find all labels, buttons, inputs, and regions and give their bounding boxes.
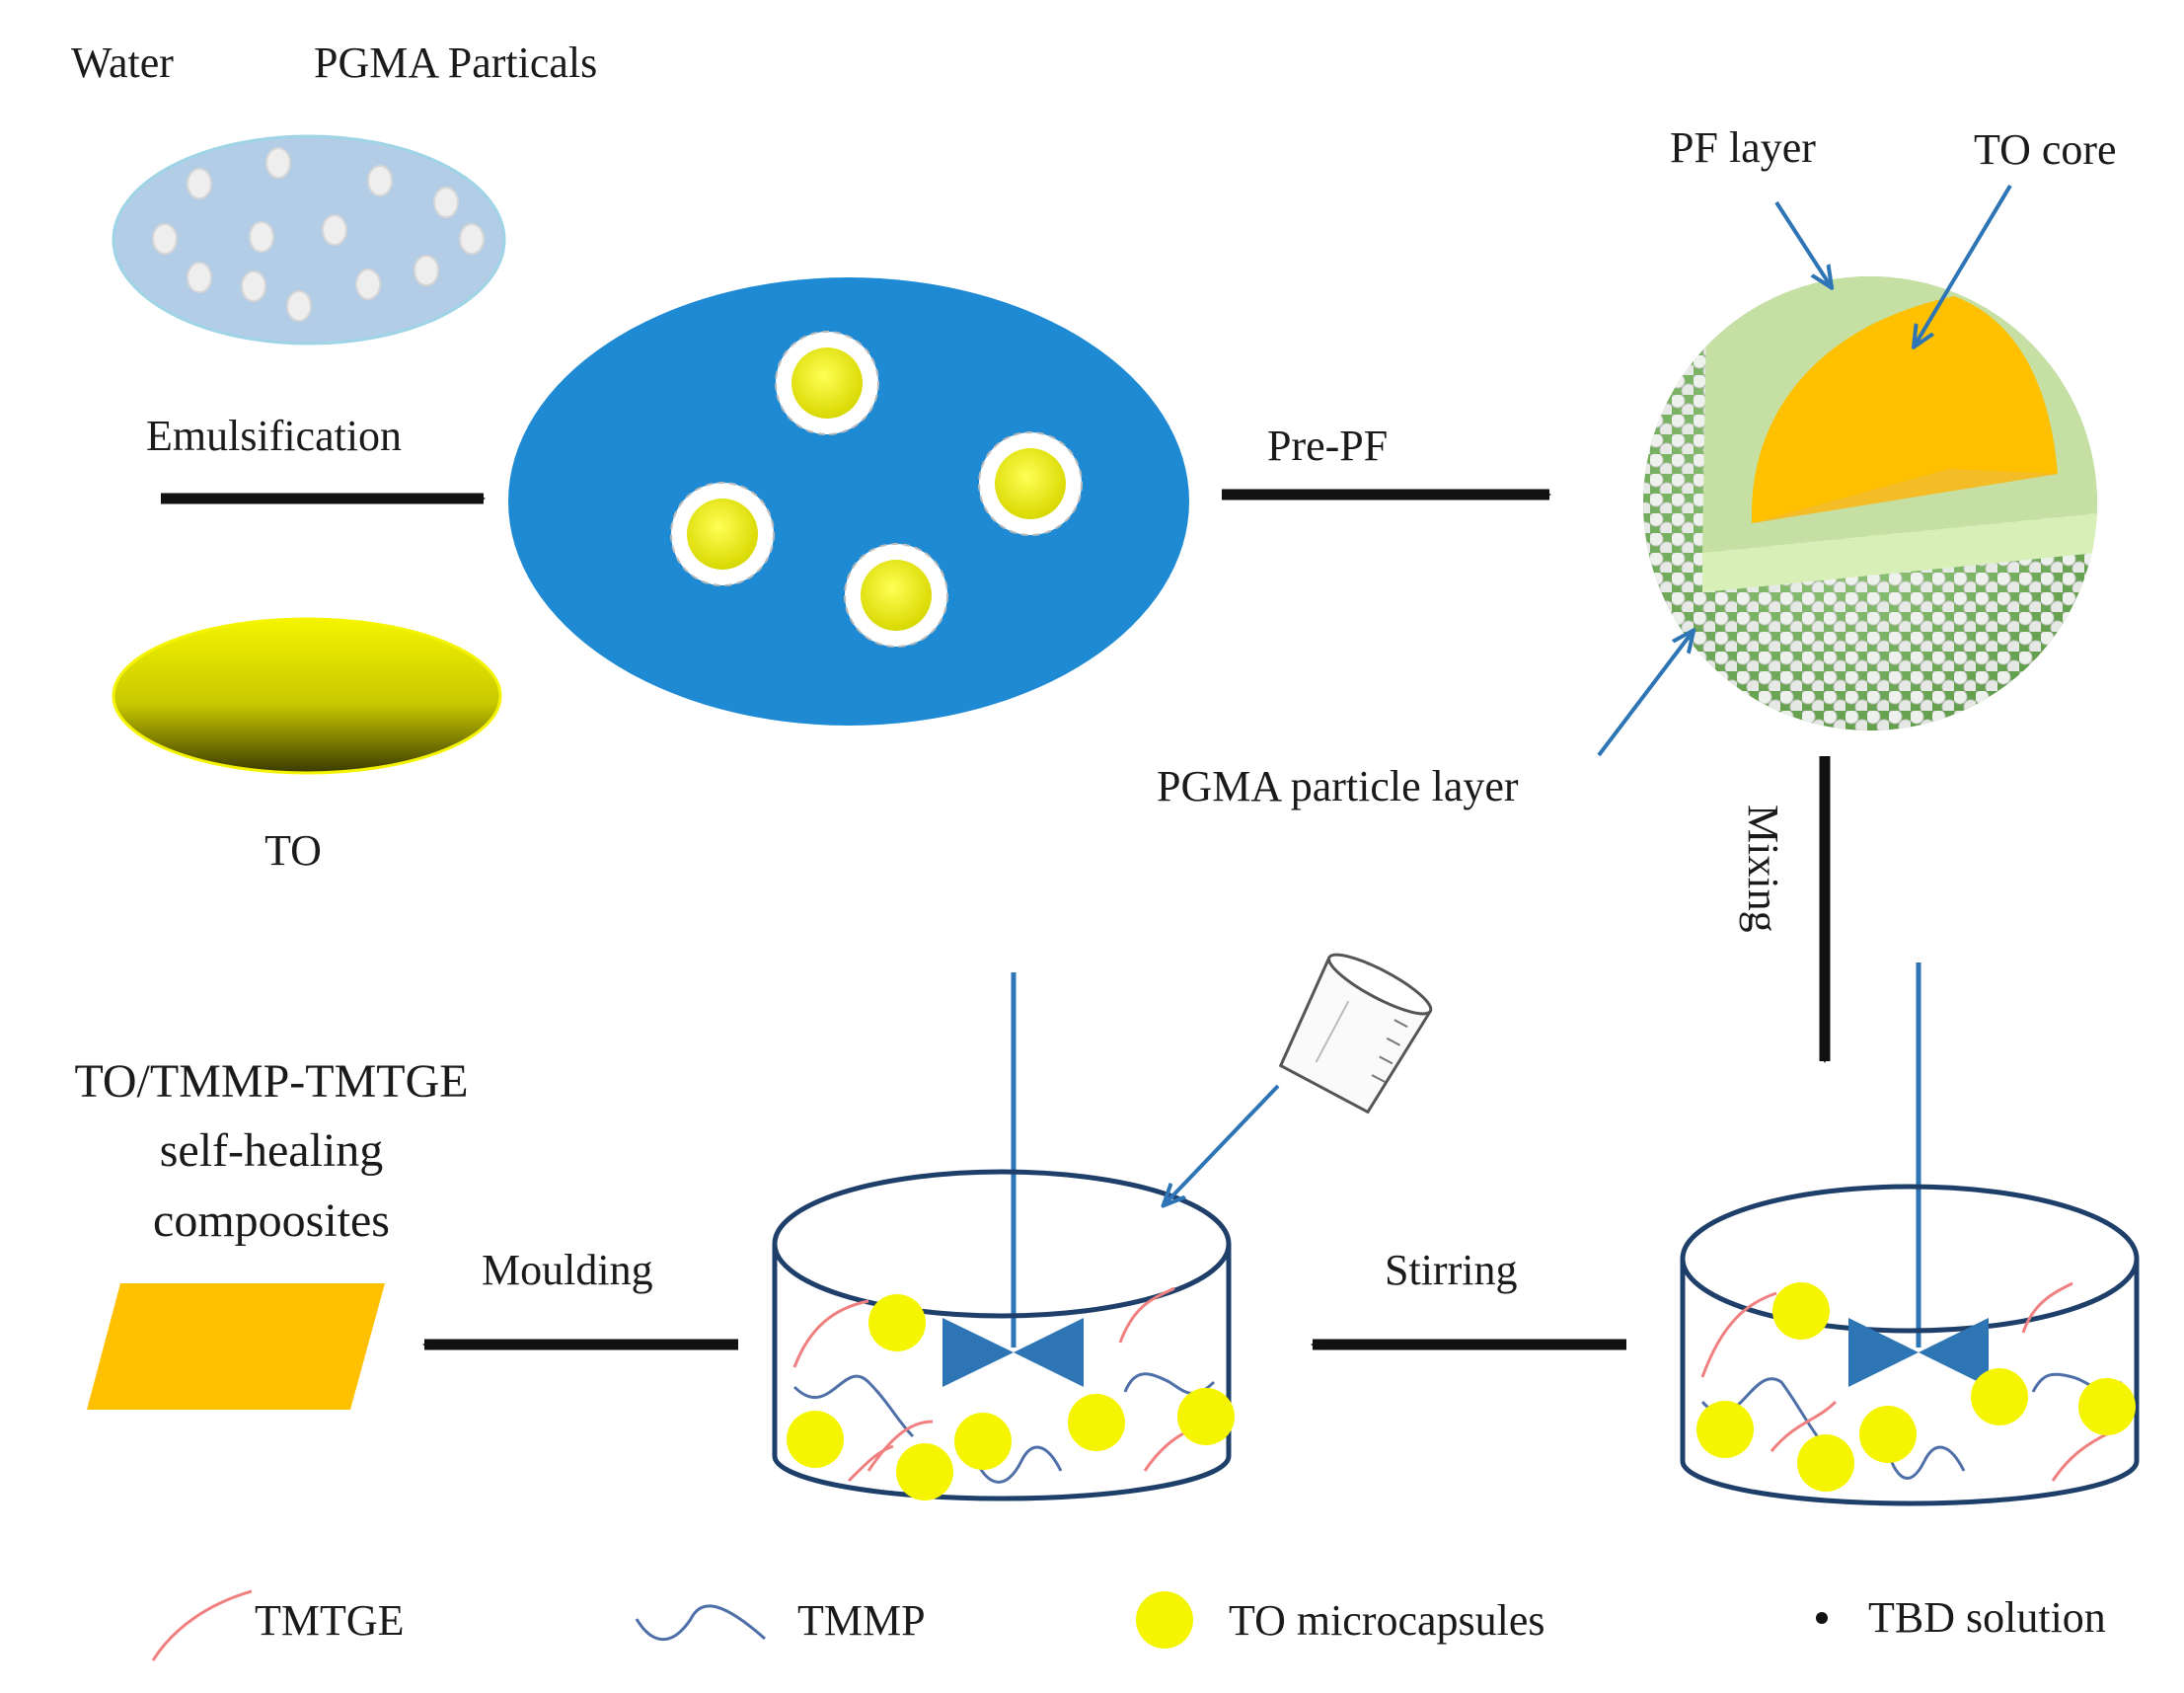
pgma-layer-pointer (1597, 632, 1693, 757)
legend-tbd-dot-icon (1816, 1612, 1828, 1624)
legend-tbd-solution-label: TBD solution (1868, 1593, 2106, 1642)
beaker-middle (772, 972, 1235, 1501)
microcapsule (978, 431, 1083, 536)
pre-pf-label: Pre-PF (1267, 422, 1389, 470)
pouring-beaker-icon (1278, 953, 1433, 1115)
product-title-line1: TO/TMMP-TMTGE (74, 1055, 469, 1108)
product-title-line2: self-healing (159, 1124, 384, 1177)
emulsion-oval (508, 277, 1189, 726)
pf-layer-label: PF layer (1670, 123, 1816, 172)
microcapsule (775, 331, 879, 435)
legend-tmmp-label: TMMP (797, 1596, 926, 1645)
to-core-cutaway (1752, 296, 2058, 523)
product-title-line3: compoosites (153, 1194, 390, 1247)
legend-tmmp-icon (635, 1604, 766, 1642)
pgma-particles (152, 147, 485, 322)
to-core-pointer (1915, 184, 2012, 346)
water-label: Water (71, 38, 174, 87)
pgma-particals-label: PGMA Particals (314, 38, 598, 87)
microcapsule-sphere (1643, 276, 2097, 731)
legend-tmtge-label: TMTGE (255, 1596, 405, 1645)
beaker-right (1680, 962, 2140, 1506)
pour-pointer (1165, 1084, 1280, 1204)
moulding-label: Moulding (482, 1246, 653, 1294)
legend-to-microcapsule-icon (1136, 1591, 1193, 1649)
legend-tmtge-icon (151, 1589, 253, 1661)
to-label: TO (264, 826, 322, 875)
pf-layer-pointer (1774, 200, 1831, 286)
legend-to-microcapsules-label: TO microcapsules (1229, 1596, 1545, 1645)
microcapsule (844, 543, 948, 648)
to-oil-oval (112, 617, 502, 775)
mixing-label: Mixing (1739, 805, 1787, 933)
composite-product (87, 1283, 385, 1410)
water-pgma-oval (112, 134, 506, 346)
emulsification-label: Emulsification (146, 412, 403, 460)
stirring-label: Stirring (1385, 1246, 1518, 1294)
microcapsule (670, 482, 775, 586)
to-core-label: TO core (1974, 125, 2117, 174)
pgma-particle-layer-label: PGMA particle layer (1157, 762, 1519, 810)
